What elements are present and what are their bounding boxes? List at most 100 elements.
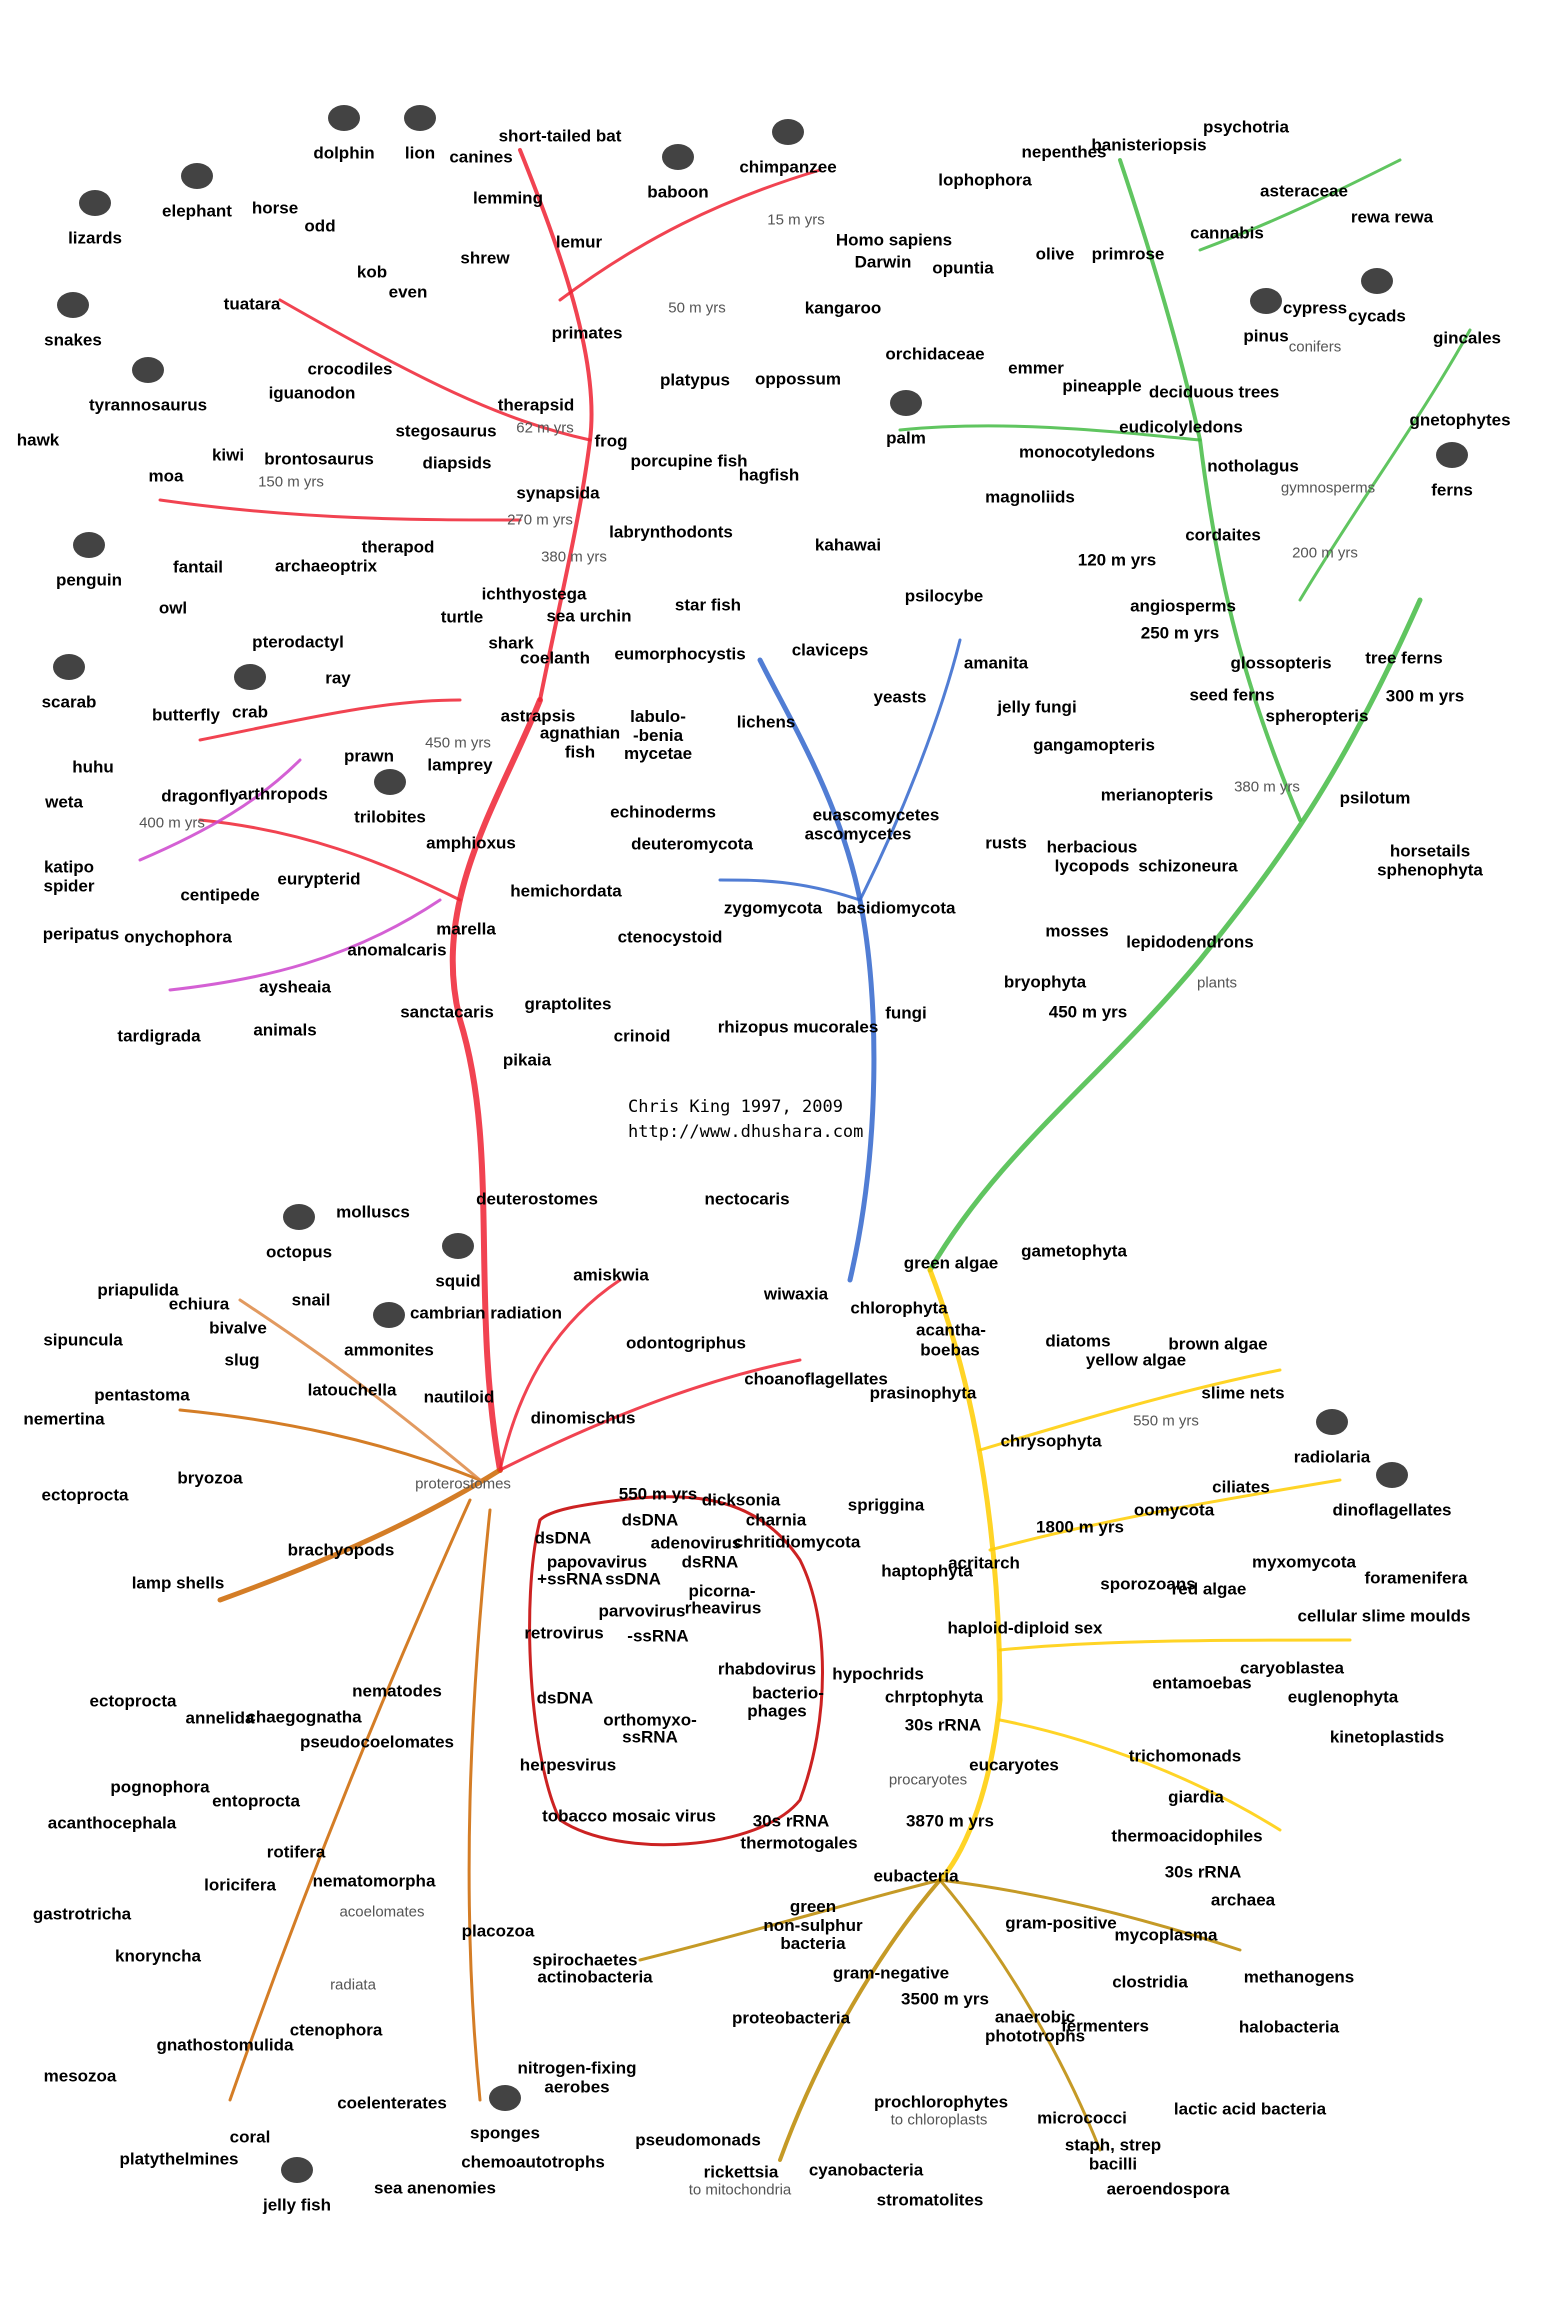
branch-22 bbox=[498, 1278, 622, 1472]
label-methanogens: methanogens bbox=[1243, 1967, 1355, 1987]
label-eudicolyledons: eudicolyledons bbox=[1119, 417, 1243, 437]
label-centipede: centipede bbox=[180, 885, 260, 905]
label-myrs270: 270 m yrs bbox=[507, 511, 573, 529]
label-emmer: emmer bbox=[1008, 358, 1064, 378]
label-acanthocephala: acanthocephala bbox=[47, 1813, 177, 1833]
label-snakes: snakes bbox=[44, 330, 102, 350]
branch-25 bbox=[978, 1368, 1282, 1452]
label-plants: plants bbox=[1196, 974, 1238, 992]
label-myrs300: 300 m yrs bbox=[1385, 686, 1465, 706]
branch-28 bbox=[998, 1718, 1282, 1832]
label-bivalve: bivalve bbox=[209, 1318, 267, 1338]
label-green-ns: green non-sulphur bacteria bbox=[763, 1896, 863, 1954]
label-bryophyta: bryophyta bbox=[1003, 972, 1087, 992]
organism-ferns-icon bbox=[1436, 442, 1468, 468]
label-nemertina: nemertina bbox=[23, 1409, 105, 1429]
organism-tyrannosaurus-icon bbox=[132, 357, 164, 383]
label-dragonfly: dragonfly bbox=[161, 786, 239, 806]
organism-scarab-icon bbox=[53, 654, 85, 680]
label-caryoblastea: caryoblastea bbox=[1240, 1658, 1344, 1678]
label-sporozoans: sporozoans bbox=[1100, 1574, 1196, 1594]
label-chaegognatha: chaegognatha bbox=[246, 1707, 362, 1727]
label-myrs380b: 380 m yrs bbox=[1234, 778, 1300, 796]
label-astrapsis: astrapsis bbox=[500, 706, 576, 726]
label-elephant: elephant bbox=[162, 201, 232, 221]
label-dsDNA3: dsDNA bbox=[536, 1688, 594, 1708]
label-thermoacidophiles: thermoacidophiles bbox=[1111, 1826, 1263, 1846]
label-papovavirus: papovavirus bbox=[546, 1552, 648, 1572]
label-iguanodon: iguanodon bbox=[268, 383, 356, 403]
label-star-fish: star fish bbox=[674, 595, 742, 615]
label-conifers: conifers bbox=[1288, 338, 1342, 356]
label-rRNA30a: 30s rRNA bbox=[904, 1715, 982, 1735]
label-euglenophyta: euglenophyta bbox=[1287, 1687, 1399, 1707]
label-olive: olive bbox=[1035, 244, 1075, 264]
label-tobacco: tobacco mosaic virus bbox=[542, 1806, 716, 1826]
label-pikaia: pikaia bbox=[502, 1050, 552, 1070]
label-annelida: annelida bbox=[185, 1708, 255, 1728]
label-lichens: lichens bbox=[736, 712, 796, 732]
label-sea-urchin: sea urchin bbox=[546, 606, 632, 626]
label-schizoneura: schizoneura bbox=[1138, 856, 1238, 876]
label-rhabdovirus: rhabdovirus bbox=[717, 1659, 817, 1679]
label-octopus: octopus bbox=[265, 1242, 333, 1262]
label-trilobites: trilobites bbox=[354, 807, 426, 827]
label-fantail: fantail bbox=[172, 557, 224, 577]
label-clostridia: clostridia bbox=[1112, 1972, 1188, 1992]
label-ammonites: ammonites bbox=[344, 1340, 434, 1360]
label-brown-algae: brown algae bbox=[1168, 1334, 1268, 1354]
label-euascomycetes: euascomycetes bbox=[812, 805, 940, 825]
label-ssRNA3: ssRNA bbox=[622, 1727, 678, 1747]
label-rickettsia: rickettsia bbox=[703, 2162, 779, 2182]
label-gram-positive: gram-positive bbox=[1005, 1913, 1117, 1933]
label-lemming: lemming bbox=[473, 188, 543, 208]
branch-20 bbox=[467, 1508, 492, 2102]
label-rusts: rusts bbox=[985, 833, 1027, 853]
branch-7 bbox=[168, 898, 442, 992]
label-sanctacaris: sanctacaris bbox=[400, 1002, 494, 1022]
label-baboon: baboon bbox=[647, 182, 709, 202]
label-myrs250: 250 m yrs bbox=[1140, 623, 1220, 643]
label-micrococci: micrococci bbox=[1037, 2108, 1127, 2128]
label-myrs3500: 3500 m yrs bbox=[901, 1989, 989, 2009]
label-deuteromycota: deuteromycota bbox=[631, 834, 753, 854]
label-amiskwia: amiskwia bbox=[573, 1265, 649, 1285]
organism-chimpanzee-icon bbox=[772, 119, 804, 145]
label-herbacious: herbacious lycopods bbox=[1046, 837, 1138, 875]
label-charnia: charnia bbox=[745, 1510, 807, 1530]
label-loricifera: loricifera bbox=[204, 1875, 276, 1895]
label-halobacteria: halobacteria bbox=[1238, 2017, 1340, 2037]
branch-18 bbox=[178, 1408, 482, 1482]
label-brontosaurus: brontosaurus bbox=[264, 449, 374, 469]
credit-author: Chris King 1997, 2009 bbox=[628, 1097, 843, 1117]
label-amanita: amanita bbox=[963, 653, 1029, 673]
branch-21 bbox=[238, 1298, 482, 1482]
branch-31 bbox=[638, 1878, 942, 1962]
label-chritidiomycota: chritidiomycota bbox=[733, 1532, 861, 1552]
label-foramenifera: foramenifera bbox=[1364, 1568, 1468, 1588]
label-brachyopods: brachyopods bbox=[287, 1540, 395, 1560]
label-pineapple: pineapple bbox=[1062, 376, 1142, 396]
label-gymnosperms: gymnosperms bbox=[1280, 479, 1376, 497]
label-therapod: therapod bbox=[361, 537, 435, 557]
branch-10 bbox=[858, 638, 962, 902]
label-myrs1800: 1800 m yrs bbox=[1036, 1517, 1124, 1537]
label-anaerobic: anaerobic phototrophs bbox=[984, 2007, 1086, 2045]
label-eurypterid: eurypterid bbox=[277, 869, 361, 889]
branch-6 bbox=[198, 818, 462, 902]
label-sea-anenomies: sea anenomies bbox=[374, 2178, 496, 2198]
branch-8 bbox=[138, 758, 302, 862]
label-coral: coral bbox=[229, 2127, 271, 2147]
label-dsDNA1: dsDNA bbox=[534, 1528, 592, 1548]
label-acoelomates: acoelomates bbox=[339, 1903, 425, 1921]
label-aysheaia: aysheaia bbox=[259, 977, 331, 997]
label-stegosaurus: stegosaurus bbox=[395, 421, 497, 441]
label-lion: lion bbox=[404, 143, 436, 163]
branch-16 bbox=[1198, 158, 1402, 252]
label-hagfish: hagfish bbox=[738, 465, 800, 485]
label-horsetails: horsetails sphenophyta bbox=[1377, 841, 1483, 879]
label-myrs450b: 450 m yrs bbox=[1048, 1002, 1128, 1022]
organism-lizards-icon bbox=[79, 190, 111, 216]
label-angiosperms: angiosperms bbox=[1130, 596, 1236, 616]
